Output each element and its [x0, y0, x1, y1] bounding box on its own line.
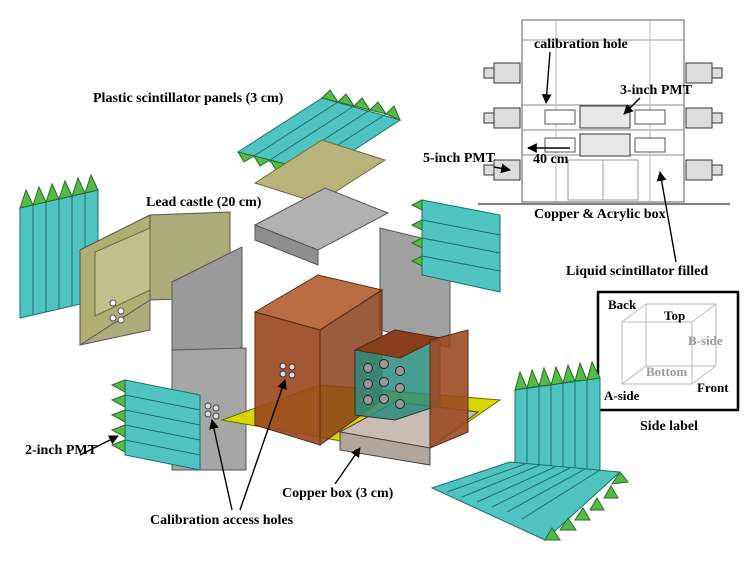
side-a-side: A-side [604, 388, 640, 403]
label-five-inch-pmt: 5-inch PMT [423, 151, 496, 166]
label-lead-castle: Lead castle (20 cm) [146, 195, 262, 210]
label-plastic-scintillator-panels: Plastic scintillator panels (3 cm) [93, 91, 284, 106]
lead-wall-holes [204, 402, 220, 420]
side-bottom: Bottom [646, 364, 687, 379]
upper-right-scintillator-panels [410, 199, 501, 293]
side-b-side: B-side [688, 333, 723, 348]
lead-top-slab [253, 187, 390, 266]
lid-sheet [253, 139, 387, 204]
label-calibration-access-holes: Calibration access holes [150, 513, 294, 528]
lead-castle-shell [79, 211, 231, 346]
side-label-legend: Back Top B-side Bottom Front A-side Side… [596, 290, 740, 434]
side-front: Front [697, 380, 729, 395]
label-three-inch-pmt: 3-inch PMT [620, 83, 693, 98]
side-back: Back [608, 297, 637, 312]
five-inch-pmt-group [483, 62, 723, 181]
three-inch-pmt-row [544, 105, 666, 157]
side-label-title: Side label [640, 419, 698, 434]
cross-section-drawing: calibration hole 3-inch PMT 5-inch PMT 4… [423, 19, 730, 279]
label-liquid-scintillator: Liquid scintillator filled [566, 264, 708, 279]
lower-left-scintillator-panels [110, 379, 201, 471]
inner-copper-acrylic-box [338, 329, 480, 466]
label-calibration-hole: calibration hole [534, 37, 628, 52]
label-two-inch-pmt: 2-inch PMT [25, 443, 98, 458]
label-forty-cm: 40 cm [533, 152, 569, 167]
lower-right-scintillator-panels [430, 360, 629, 541]
label-copper-acrylic-box: Copper & Acrylic box [534, 207, 666, 222]
label-copper-box: Copper box (3 cm) [282, 486, 394, 501]
side-top: Top [664, 308, 685, 323]
